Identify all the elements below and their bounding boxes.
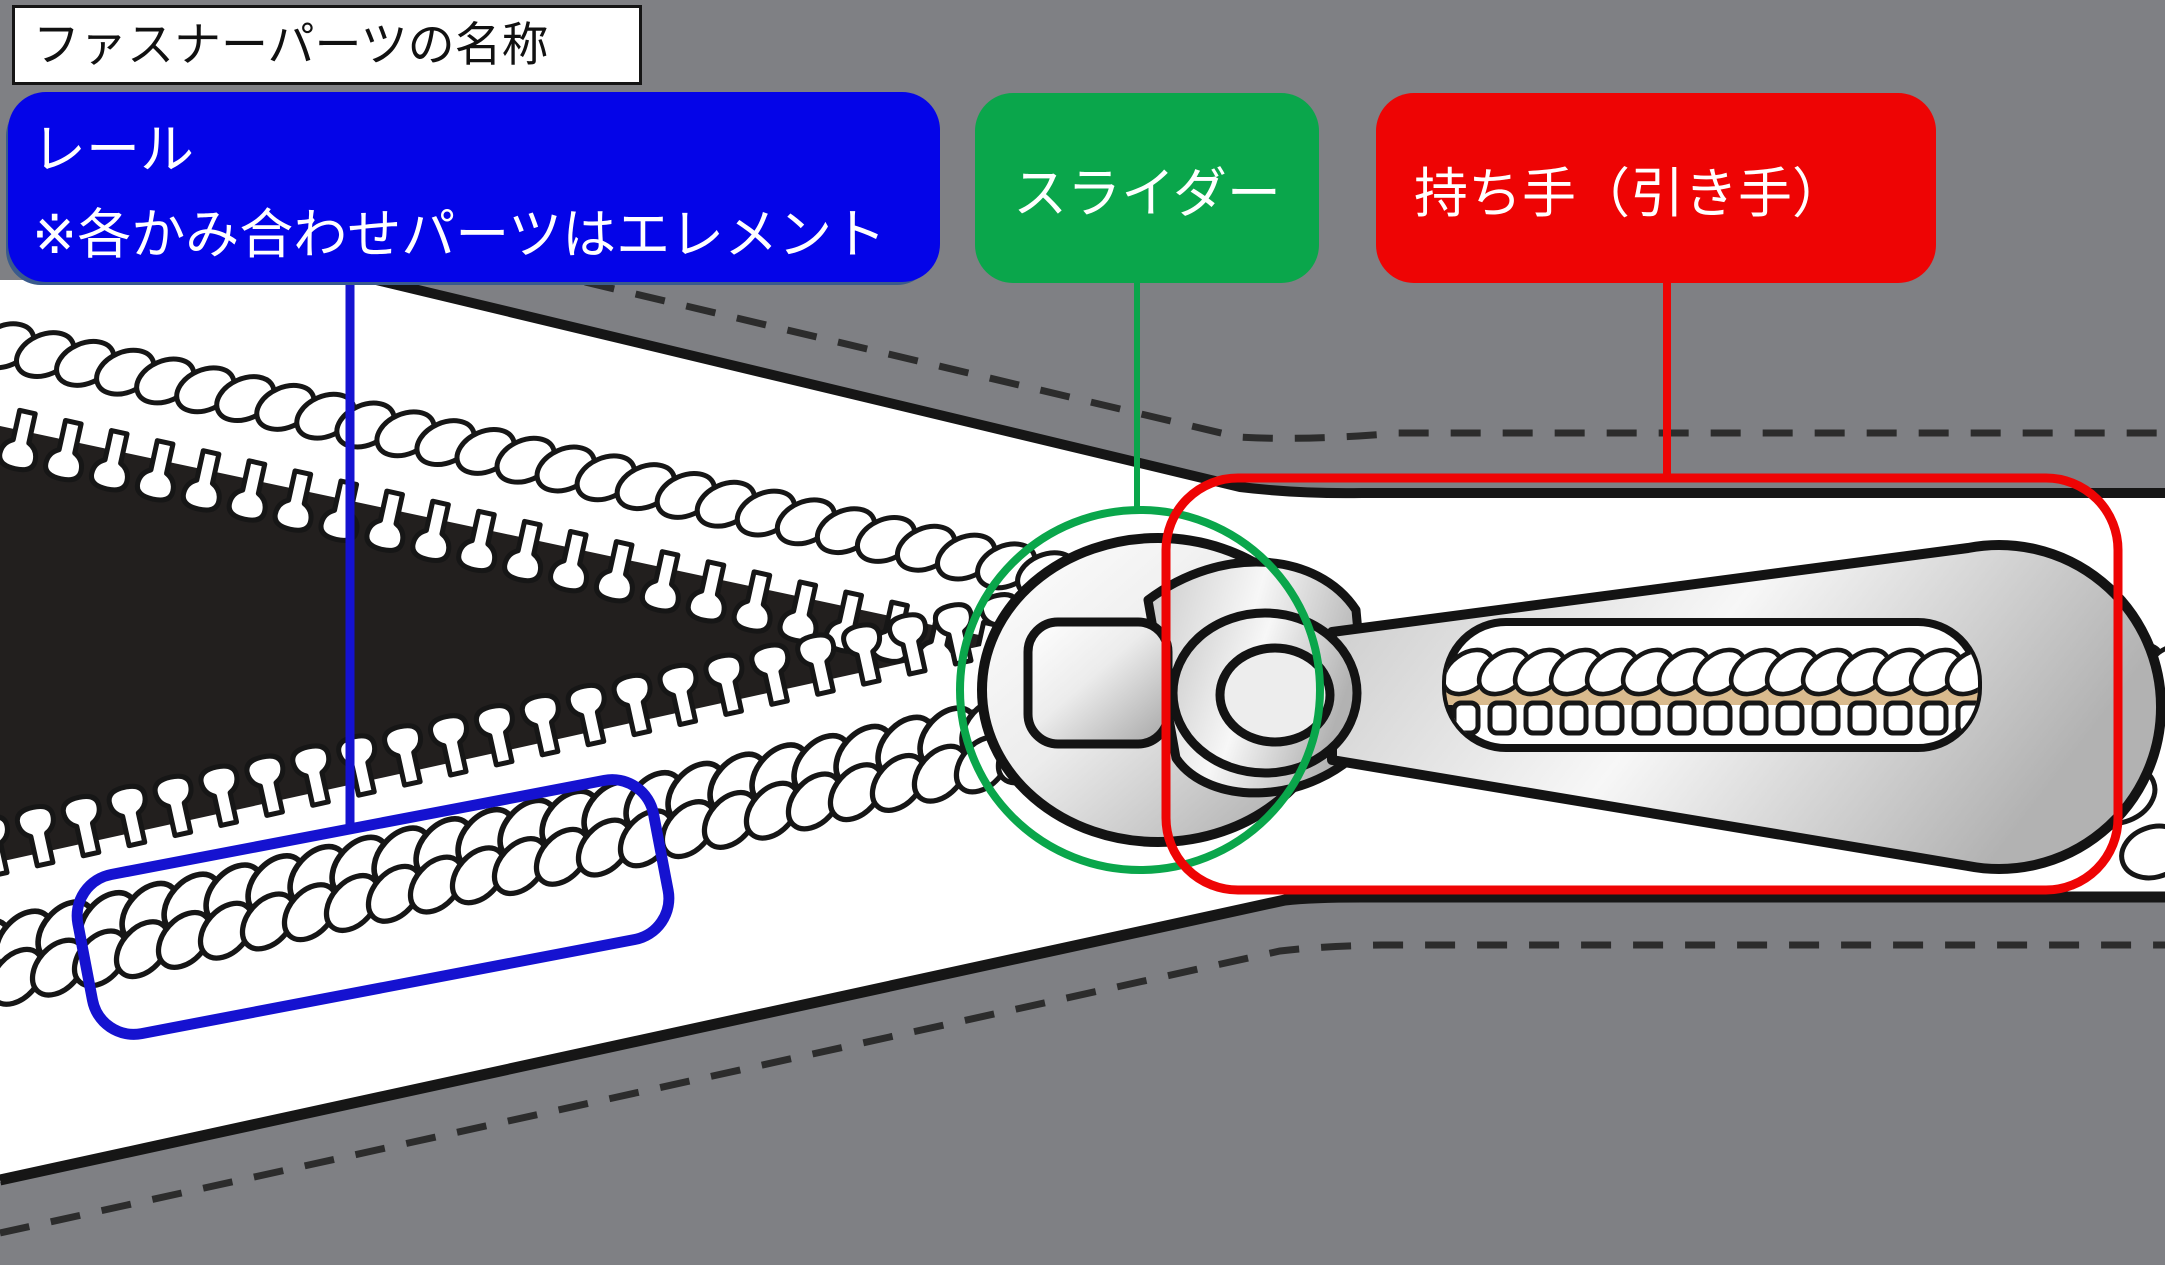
label-pull: 持ち手（引き手） [1376,93,1936,283]
slider-lug [1023,617,1173,749]
page-title: ファスナーパーツの名称 [12,5,642,85]
label-rail-line2: ※各かみ合わせパーツはエレメント [32,205,887,265]
label-rail-line1: レール [32,120,194,180]
label-slider-text: スライダー [1013,163,1281,224]
fabric-edge-bottom [0,891,2165,1186]
rail-annotation-box [71,774,675,1040]
label-slider: スライダー [975,93,1319,283]
label-rail: レール ※各かみ合わせパーツはエレメント [8,92,940,282]
pull-tab-ring-hole [1215,643,1335,747]
stitch-line-top [584,278,2165,442]
fabric-edge-top [366,273,2165,499]
page-title-text: ファスナーパーツの名称 [33,18,549,71]
pull-annotation-box [1161,473,2123,895]
stitch-line-bottom [0,941,2165,1237]
chain-in-slot [1446,641,1978,733]
upper-element-row [0,296,1096,699]
label-pull-text: 持ち手（引き手） [1414,163,1846,224]
